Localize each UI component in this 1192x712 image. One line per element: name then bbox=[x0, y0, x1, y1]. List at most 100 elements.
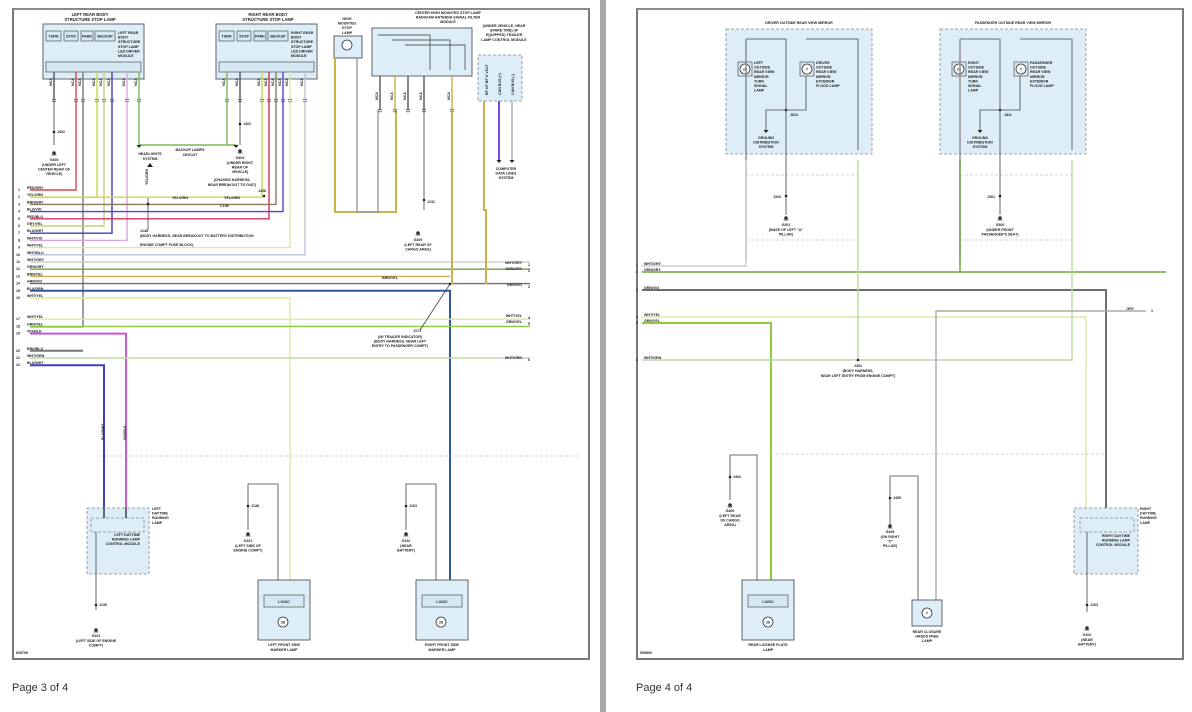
bus-wire-yel-grn bbox=[30, 100, 263, 198]
rear-license-plate-lamp bbox=[741, 579, 795, 641]
splice-label: J351 bbox=[854, 364, 862, 368]
left-drl-module-label: RUNNING LAMP bbox=[112, 538, 141, 542]
row-wire-label: GRN/VIO bbox=[27, 280, 42, 284]
pin-tag: NCA bbox=[403, 92, 407, 100]
row-number: 4 bbox=[636, 315, 638, 319]
splice-j163 bbox=[404, 504, 408, 508]
ground-g400 bbox=[728, 503, 732, 507]
passenger-mirror-flood-label: FLOOD LAMP bbox=[1030, 84, 1054, 88]
row-number: 15 bbox=[16, 289, 20, 293]
lamp-cell-label: BACKUP bbox=[97, 35, 113, 39]
driver-mirror-turn-label: TURN bbox=[754, 79, 764, 83]
right-marker-title: MARKER LAMP bbox=[429, 648, 457, 652]
left-front-side-marker-lamp bbox=[257, 579, 311, 641]
row-number: 20 bbox=[16, 349, 20, 353]
splice-j163 bbox=[1085, 603, 1089, 607]
ground-desc: AREA) bbox=[724, 523, 736, 527]
ground-label: G101 bbox=[92, 634, 101, 638]
passenger-mirror-wire bbox=[1020, 38, 1073, 150]
driver-mirror-flood-label: REAR VIEW bbox=[816, 70, 837, 74]
driver-mirror-wire bbox=[746, 38, 787, 150]
lamp-cell-park bbox=[80, 30, 94, 42]
row-wire-label: GRN/YEL bbox=[27, 322, 44, 326]
driver-mirror-ground-system: DISTRIBUTION bbox=[753, 141, 779, 145]
pin-tag: NCA bbox=[122, 78, 126, 86]
page-number-label: Page 3 of 4 bbox=[12, 682, 69, 694]
bus-line-wht-yel bbox=[642, 316, 1087, 570]
ground-desc: COMPT) bbox=[89, 643, 104, 647]
driver-mirror-flood-label: DRIVER bbox=[816, 61, 830, 65]
left-drl-control-module bbox=[90, 517, 145, 533]
ground-label: G400 bbox=[414, 238, 423, 242]
wire-tag: YEL/GRN bbox=[145, 169, 149, 185]
right-drl-module-label: RIGHT DAYTIME bbox=[1102, 534, 1131, 538]
bulb-icon bbox=[921, 607, 933, 619]
row-number: 11 bbox=[16, 260, 20, 264]
center-high-module-title: RADIO/AM ANTENNA SIGNAL FILTER bbox=[416, 16, 481, 20]
ground-label: G404 bbox=[236, 156, 245, 160]
bulb-icon bbox=[277, 616, 289, 628]
splice-j402 bbox=[52, 130, 56, 134]
ground-label: G405 bbox=[50, 158, 59, 162]
right-front-side-marker-lamp bbox=[415, 579, 469, 641]
row-number: 4 bbox=[528, 316, 530, 320]
row-number: 16 bbox=[16, 296, 20, 300]
ground-g101 bbox=[94, 628, 98, 632]
bulb-icon bbox=[435, 616, 447, 628]
row-number: 2 bbox=[18, 195, 20, 199]
row-number: 18 bbox=[16, 324, 20, 328]
right-rear-module-label: LED DRIVER bbox=[291, 49, 313, 53]
splice-label: J401 bbox=[243, 122, 251, 126]
pin-tag: NCA bbox=[285, 78, 289, 86]
j148-desc: ENGINE COMPT FUSE BLOCK) bbox=[140, 243, 194, 247]
marker-ground-wire bbox=[247, 483, 279, 580]
row-number: 7 bbox=[18, 231, 20, 235]
bus-line-grn-yel bbox=[642, 322, 772, 580]
j173-desc: ENTRY TO PASSENGER COMPT) bbox=[372, 344, 429, 348]
chassis-note: (CHASSIS HARNESS, bbox=[214, 178, 251, 182]
bus-wire-red-gry bbox=[30, 100, 77, 191]
ground-desc: VEHICLE) bbox=[232, 170, 250, 174]
j351-desc: NEAR LEFT ENTRY FROM ENGINE COMPT) bbox=[821, 374, 896, 378]
row-number: 1 bbox=[18, 188, 20, 192]
pin-tag: NCA bbox=[264, 78, 268, 86]
right-drl-title: RUNNING bbox=[1140, 516, 1157, 520]
pin-tag: NCA bbox=[99, 78, 103, 86]
passenger-mirror-ground-desc: PASSENGER'S SEAT) bbox=[981, 232, 1019, 236]
row-number: 2 bbox=[636, 270, 638, 274]
wire-tag: BRN/YEL bbox=[382, 276, 399, 280]
right-rear-module-label: STRUCTURE bbox=[291, 40, 314, 44]
row-number: 3 bbox=[636, 288, 638, 292]
left-drl-module-label: CONTROL MODULE bbox=[106, 542, 141, 546]
lamp-cell-label: STOP bbox=[239, 35, 249, 39]
ground-label: G101 bbox=[244, 539, 253, 543]
row-number: 22 bbox=[16, 363, 20, 367]
driver-mirror-turn-label: LEFT bbox=[754, 61, 764, 65]
splice-label: J163 bbox=[409, 504, 417, 508]
row-wire-label: WHT/VIO bbox=[27, 236, 43, 240]
splice-label: J148 bbox=[140, 229, 148, 233]
right-drl-module-label: RUNNING LAMP bbox=[1102, 539, 1131, 543]
row-wire-label: GRN/VIO bbox=[507, 283, 522, 287]
arrow-icon bbox=[496, 160, 502, 163]
passenger-mirror-turn-label: TURN bbox=[968, 79, 978, 83]
trailer-pin-label: CAN BUS (+) bbox=[498, 72, 502, 95]
page-divider-scrollbar[interactable] bbox=[600, 0, 606, 712]
pin-tag: NCA bbox=[375, 92, 379, 100]
backup-circuit-label: CIRCUIT bbox=[183, 153, 198, 157]
right-drl-title: LAMP bbox=[1140, 521, 1151, 525]
passenger-mirror-turn-label: LAMP bbox=[968, 89, 979, 93]
pin-tag: NCA bbox=[134, 78, 138, 86]
row-wire-label: GRY bbox=[1126, 307, 1134, 311]
pin-tag: NCA bbox=[92, 78, 96, 86]
driver-mirror-turn-label: LAMP bbox=[754, 89, 765, 93]
passenger-mirror-flood-label: OUTSIDE bbox=[1030, 66, 1047, 70]
right-rear-connector-block bbox=[218, 61, 315, 73]
splice bbox=[998, 194, 1002, 198]
row-number: 14 bbox=[16, 282, 20, 286]
row-number: 10 bbox=[16, 253, 20, 257]
row-number: 6 bbox=[528, 358, 530, 362]
pin-tag: NCA bbox=[222, 78, 226, 86]
headlights-label: HEADLIGHTS bbox=[138, 152, 162, 156]
